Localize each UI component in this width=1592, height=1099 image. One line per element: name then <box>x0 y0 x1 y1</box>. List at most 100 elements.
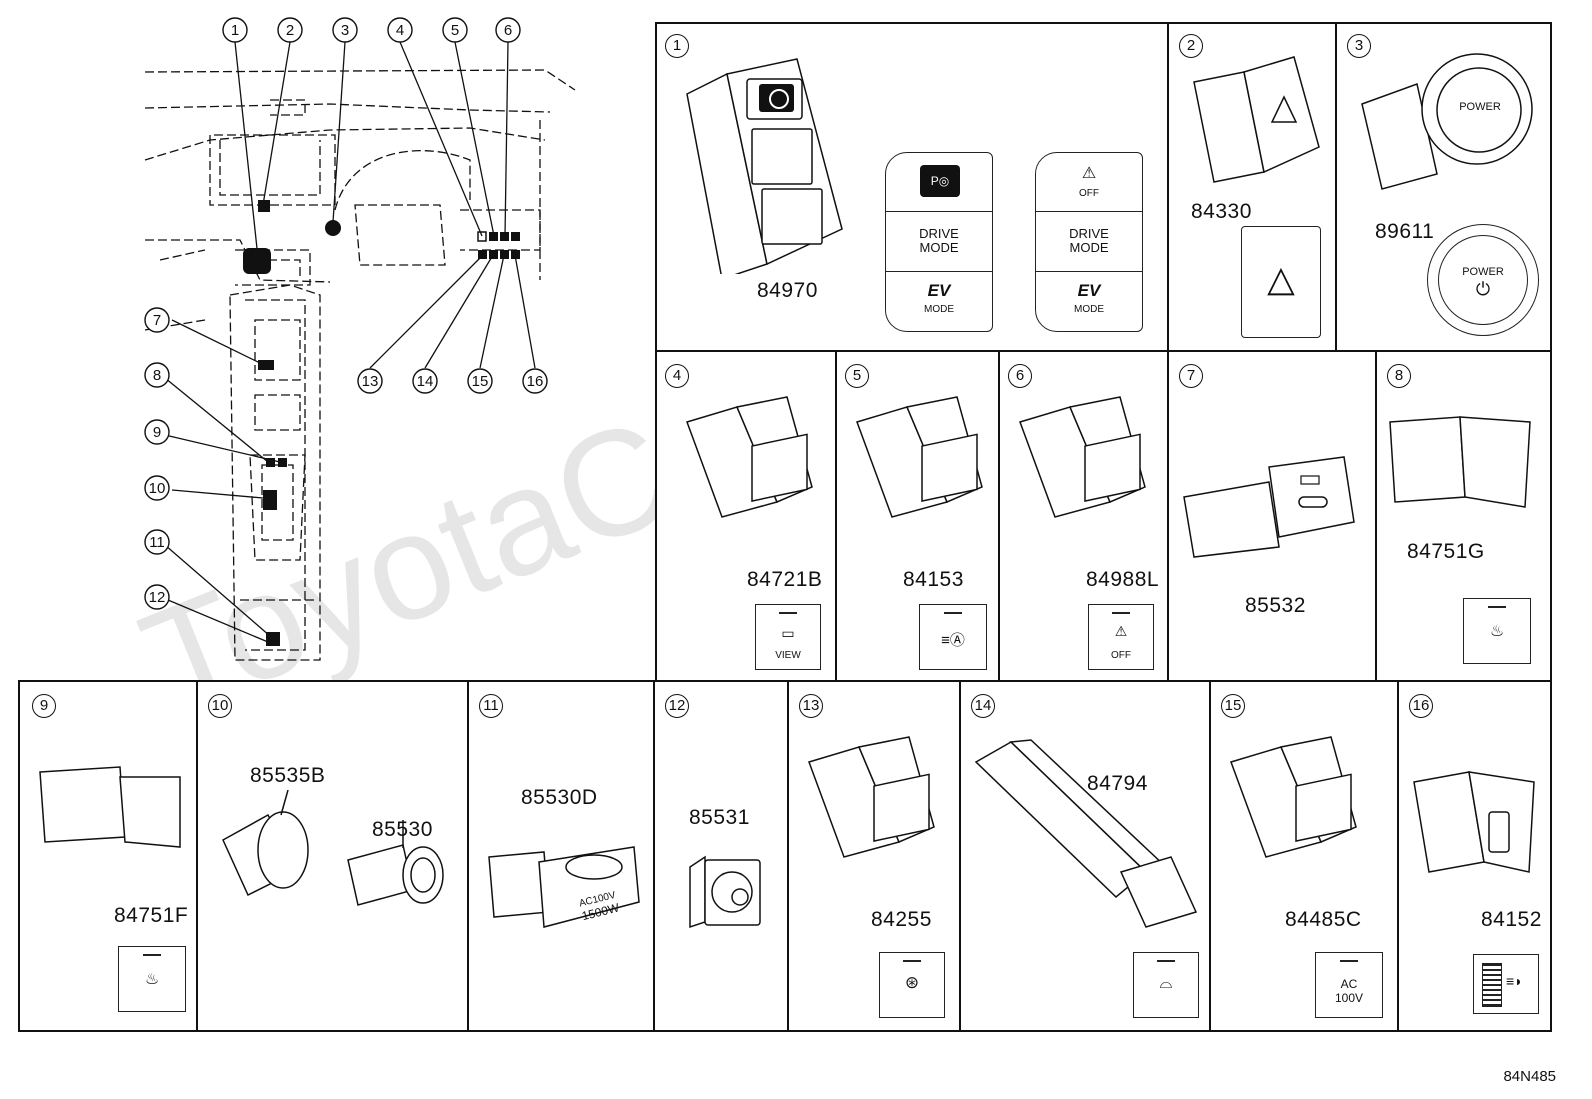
cell-9: 9 84751F ♨ <box>18 680 198 1032</box>
part-number-84255: 84255 <box>871 908 932 931</box>
cell-12: 12 85531 <box>653 680 789 1032</box>
callout-3: 3 <box>341 22 349 39</box>
cell-7: 7 85532 <box>1167 350 1377 682</box>
defogger-switch-drawing <box>974 739 1198 928</box>
ac-outlet-drawing <box>488 846 640 928</box>
cell-number-11: 11 <box>479 694 503 718</box>
switch-face-parking-drive-ev: P◎ DRIVE MODE EV MODE <box>885 152 993 332</box>
cell-number-3: 3 <box>1347 34 1371 58</box>
part-number-85530: 85530 <box>372 818 433 841</box>
traction-switch-drawing <box>1019 396 1146 518</box>
part-number-84970: 84970 <box>757 279 818 302</box>
cell-number-4: 4 <box>665 364 689 388</box>
part-number-89611: 89611 <box>1375 220 1435 243</box>
traction-off-switch-face: ⚠ OFF <box>1088 604 1154 670</box>
cell-number-1: 1 <box>665 34 689 58</box>
ac-label: AC <box>1340 977 1358 991</box>
cell-number-10: 10 <box>208 694 232 718</box>
cell-number-8: 8 <box>1387 364 1411 388</box>
auto-headlight-icon: ≡Ⓐ <box>941 632 965 649</box>
cell-10: 10 85535B 85530 <box>196 680 469 1032</box>
callout-10: 10 <box>149 480 166 497</box>
defogger-switch-face: ⌓ <box>1133 952 1199 1018</box>
diagram-code: 84N485 <box>1503 1068 1556 1085</box>
cell-4: 4 84721B ▭ VIEW <box>655 350 837 682</box>
cell-16: 16 84152 ≡◗ <box>1397 680 1552 1032</box>
ac-switch-drawing <box>1230 736 1357 858</box>
ev-label-b: EV <box>1077 281 1101 300</box>
part-number-84988L: 84988L <box>1086 568 1160 591</box>
cell-number-7: 7 <box>1179 364 1203 388</box>
seat-heater-left-icon: ♨ <box>144 971 160 988</box>
part-number-84153: 84153 <box>903 568 964 591</box>
mode-label: MODE <box>919 240 959 255</box>
cell-number-5: 5 <box>845 364 869 388</box>
ac-100v-switch-face: AC 100V <box>1315 952 1383 1018</box>
view-switch-face: ▭ VIEW <box>755 604 821 670</box>
part-number-84485C: 84485C <box>1285 908 1362 931</box>
cell-2: 2 84330 △ <box>1167 22 1337 352</box>
volt-label: 100V <box>1334 991 1364 1005</box>
part-number-84721B: 84721B <box>747 568 823 591</box>
leveling-dial-icon <box>1482 963 1502 1007</box>
switch-face-off-drive-ev: ⚠ OFF DRIVE MODE EV MODE <box>1035 152 1143 332</box>
part-number-84794: 84794 <box>1087 772 1148 795</box>
dashboard-overview: 1 2 3 4 5 6 7 8 9 10 11 12 13 14 15 16 <box>144 17 576 661</box>
part-number-85532: 85532 <box>1245 594 1306 617</box>
cell-number-6: 6 <box>1008 364 1032 388</box>
cell-14: 14 84794 ⌓ <box>959 680 1211 1032</box>
cell-number-9: 9 <box>32 694 56 718</box>
steering-heater-icon: ⊛ <box>904 973 920 992</box>
view-switch-drawing <box>686 396 813 518</box>
part-number-85530D: 85530D <box>521 786 598 809</box>
left-seat-heater-drawing <box>39 766 181 848</box>
power-switch-drawing <box>1361 53 1533 190</box>
part-number-85531: 85531 <box>689 806 750 829</box>
callout-4: 4 <box>396 22 404 39</box>
headlight-icon: ≡◗ <box>1506 973 1523 989</box>
cell-13: 13 84255 ⊛ <box>787 680 961 1032</box>
cell-number-16: 16 <box>1409 694 1433 718</box>
callout-15: 15 <box>472 373 489 390</box>
camera-icon: ▭ <box>781 625 795 641</box>
cell-number-15: 15 <box>1221 694 1245 718</box>
traction-off-label: OFF <box>1111 650 1131 661</box>
skid-icon: ⚠ <box>1114 623 1128 639</box>
callout-6: 6 <box>504 22 512 39</box>
power-button-face: POWER ⏻ <box>1427 224 1539 336</box>
part-number-84330: 84330 <box>1191 200 1252 223</box>
callout-7: 7 <box>153 312 161 329</box>
part-number-84152: 84152 <box>1481 908 1542 931</box>
power-icon: ⏻ <box>1475 279 1491 299</box>
cell-8: 8 84751G ♨ <box>1375 350 1552 682</box>
windshield-defog-icon: ⌓ <box>1159 975 1173 992</box>
power-label-drawing: POWER <box>1459 101 1501 113</box>
auto-headlight-switch-face: ≡Ⓐ <box>919 604 987 670</box>
right-seat-heater-drawing <box>1389 416 1531 508</box>
right-seat-heater-face: ♨ <box>1463 598 1531 664</box>
usb-port-drawing <box>1183 456 1355 558</box>
steering-heater-drawing <box>808 736 935 858</box>
cell-11: 11 85530D AC100V 1500W <box>467 680 655 1032</box>
seat-heater-icon: ♨ <box>1489 623 1505 640</box>
off-label: OFF <box>1079 188 1099 199</box>
callout-2: 2 <box>286 22 294 39</box>
cell-number-13: 13 <box>799 694 823 718</box>
cell-1: 1 84970 P◎ DRIVE MODE EV MODE ⚠ <box>655 22 1169 352</box>
part-number-84751F: 84751F <box>114 904 189 927</box>
headlight-leveling-drawing <box>1413 771 1535 873</box>
cell-number-12: 12 <box>665 694 689 718</box>
cell-6: 6 84988L ⚠ OFF <box>998 350 1169 682</box>
callout-13: 13 <box>362 373 379 390</box>
part-number-85535B: 85535B <box>250 764 326 787</box>
drive-label-b: DRIVE <box>1069 226 1109 241</box>
callout-12: 12 <box>149 589 166 606</box>
cell-5: 5 84153 ≡Ⓐ <box>835 350 1000 682</box>
usb-socket-drawing <box>689 855 761 929</box>
steering-heater-face: ⊛ <box>879 952 945 1018</box>
callout-16: 16 <box>527 373 544 390</box>
ev-label: EV <box>927 281 951 300</box>
power-outlet-drawing <box>222 790 444 906</box>
callout-8: 8 <box>153 367 161 384</box>
cell-number-14: 14 <box>971 694 995 718</box>
